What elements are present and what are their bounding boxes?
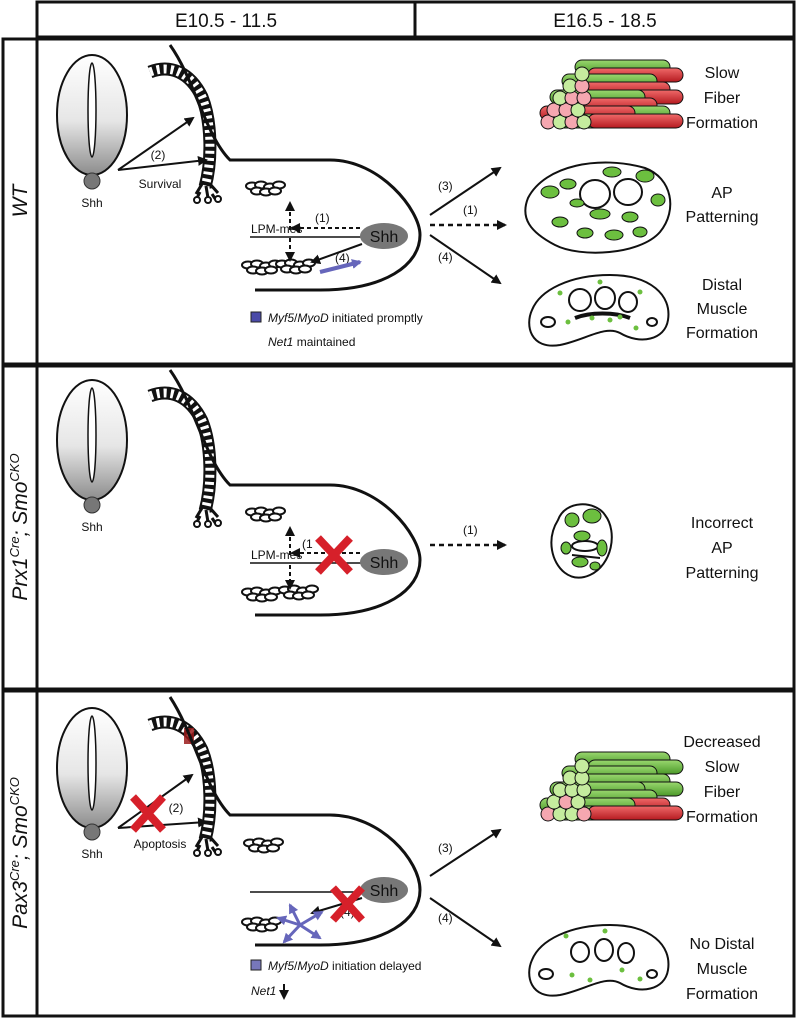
row-label-wt: WT bbox=[9, 183, 32, 218]
wt-step1-label: (1) bbox=[315, 211, 330, 225]
wt-step2-label: (2) bbox=[151, 148, 166, 162]
prx-outcome-line3: Patterning bbox=[686, 565, 759, 582]
wt-ap-pattern-section bbox=[524, 161, 672, 254]
wt-legend-line1: Myf5/MyoD initiated promptly bbox=[268, 311, 423, 325]
pax-outcome2-line3: Formation bbox=[686, 986, 758, 1003]
wt-cell-clump-lower bbox=[241, 259, 282, 276]
pax-out3-label: (3) bbox=[438, 841, 453, 855]
pax-out4-label: (4) bbox=[438, 911, 453, 925]
wt-myf5-arrow bbox=[319, 259, 362, 274]
prx-outcome-line1: Incorrect bbox=[691, 515, 754, 532]
wt-outcome1-line2: Fiber bbox=[704, 90, 741, 107]
pax-block-x-limb bbox=[330, 885, 365, 923]
row-label-pax3-smo: Pax3Cre; SmoCKO bbox=[7, 777, 32, 929]
prx-row: Shh LPM-mes (1 Shh (1) bbox=[56, 369, 759, 617]
pax-block-x-somite bbox=[130, 794, 166, 833]
wt-fiber-bundle bbox=[539, 59, 684, 130]
pax-fiber-bundle bbox=[539, 751, 684, 822]
prx-somites bbox=[150, 393, 221, 527]
pax-outcome2-line2: Muscle bbox=[697, 961, 748, 978]
pax-outcome1-line4: Formation bbox=[686, 809, 758, 826]
wt-cell-clump-upper bbox=[245, 180, 286, 197]
prx-limb-bud bbox=[168, 369, 422, 617]
wt-outcome3-line2: Muscle bbox=[697, 301, 748, 318]
wt-out4-label: (4) bbox=[438, 250, 453, 264]
wt-notochord bbox=[83, 172, 101, 190]
pax-legend-line2: Net1 bbox=[251, 984, 276, 998]
pax-no-distal-muscle-section bbox=[528, 923, 670, 997]
prx-shh-label: Shh bbox=[81, 520, 102, 534]
wt-distal-muscle-section bbox=[528, 273, 670, 347]
svg-text:Shh: Shh bbox=[370, 883, 398, 900]
wt-legend-square bbox=[250, 311, 262, 323]
wt-outcome3-line3: Formation bbox=[686, 325, 758, 342]
wt-outcome2-line1: AP bbox=[711, 185, 732, 202]
prx-lpm-label: LPM-mes bbox=[251, 548, 302, 562]
header-e16-5: E16.5 - 18.5 bbox=[553, 11, 657, 32]
wt-outcome1-line3: Formation bbox=[686, 115, 758, 132]
svg-text:Shh: Shh bbox=[370, 229, 398, 246]
pax-row: Shh (2) Apoptosis Shh (4) bbox=[56, 696, 761, 1003]
wt-outcome3-line1: Distal bbox=[702, 277, 742, 294]
pax-outcome1-line2: Slow bbox=[705, 759, 740, 776]
prx-step1-label: (1 bbox=[302, 537, 313, 551]
pax-limb-bud bbox=[168, 696, 422, 947]
prx-outcome-line2: AP bbox=[711, 540, 732, 557]
prx-block-x bbox=[315, 535, 353, 575]
wt-limb-bud bbox=[168, 44, 422, 292]
pax-notochord bbox=[83, 823, 101, 841]
wt-out3-label: (3) bbox=[438, 179, 453, 193]
pax-outcome1-line1: Decreased bbox=[683, 734, 760, 751]
header-e10-5: E10.5 - 11.5 bbox=[175, 11, 277, 32]
wt-step4-label: (4) bbox=[335, 251, 350, 265]
wt-row: Shh (2) Survival LPM-mes (1) Shh (4) Myf… bbox=[56, 44, 759, 349]
pax-scattered-myf5-arrows bbox=[276, 903, 324, 944]
wt-outcome1-line1: Slow bbox=[705, 65, 740, 82]
pax-legend-line1: Myf5/MyoD initiation delayed bbox=[268, 959, 421, 973]
wt-outcome2-line2: Patterning bbox=[686, 209, 759, 226]
row-label-prx1-smo: Prx1Cre; SmoCKO bbox=[7, 453, 32, 600]
wt-survival-label: Survival bbox=[139, 177, 182, 191]
prx-incorrect-ap-section bbox=[550, 503, 613, 579]
pax-shh-label: Shh bbox=[81, 847, 102, 861]
pax-step2-label: (2) bbox=[169, 801, 184, 815]
wt-lpm-label: LPM-mes bbox=[251, 222, 302, 236]
wt-shh-zpa bbox=[360, 223, 408, 249]
pax-outcome2-line1: No Distal bbox=[690, 936, 755, 953]
prx-notochord bbox=[83, 496, 101, 514]
wt-shh-label: Shh bbox=[81, 196, 102, 210]
wt-legend-line2: Net1 maintained bbox=[268, 335, 355, 349]
prx-shh-zpa bbox=[360, 549, 408, 575]
wt-out1-label: (1) bbox=[463, 203, 478, 217]
svg-text:Shh: Shh bbox=[370, 555, 398, 572]
pax-outcome1-line3: Fiber bbox=[704, 784, 741, 801]
prx-out1-label: (1) bbox=[463, 523, 478, 537]
pax-apoptosis-label: Apoptosis bbox=[134, 837, 187, 851]
pax-legend-square bbox=[250, 959, 262, 971]
pax-shh-zpa bbox=[360, 877, 408, 903]
